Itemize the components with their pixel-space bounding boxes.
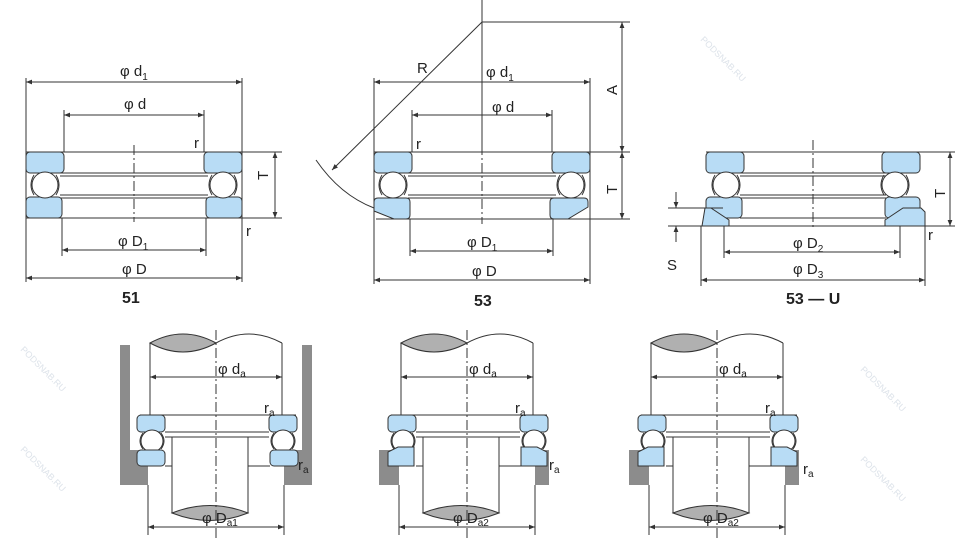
shaft-washer-right <box>203 151 243 174</box>
shaft-break-line <box>716 333 784 344</box>
shaft-break-line <box>215 333 283 344</box>
shaft-break <box>170 505 250 521</box>
watermark-text: PODSNAB.RU <box>19 344 68 393</box>
cage <box>378 174 408 196</box>
ball <box>557 171 585 199</box>
shaft-lower <box>422 436 500 514</box>
label-da: φ da <box>218 361 246 380</box>
watermark-text: PODSNAB.RU <box>859 454 908 503</box>
label-Da: φ Da2 <box>453 510 489 529</box>
caption-53: 53 <box>474 293 492 310</box>
shaft-washer-left <box>25 151 65 174</box>
drawing-layer <box>25 0 955 540</box>
label-ra-bottom: ra <box>549 457 560 476</box>
shaft-lower <box>171 436 249 514</box>
housing-washer-right <box>205 196 243 219</box>
label-T-51: T <box>255 171 272 180</box>
housing-washer-left <box>136 449 166 467</box>
caption-51: 51 <box>122 290 140 307</box>
housing-washer-right <box>770 446 798 467</box>
watermark-text: PODSNAB.RU <box>19 444 68 493</box>
label-ra-top: ra <box>264 400 275 419</box>
shaft-washer-left <box>637 414 667 433</box>
cage <box>270 432 296 450</box>
label-ra-bottom: ra <box>803 461 814 480</box>
housing-washer-left <box>637 446 665 467</box>
shaft-washer-left <box>136 414 166 433</box>
radius-line <box>331 21 483 171</box>
shaft-break-line <box>466 333 534 344</box>
label-r-53: r <box>416 136 421 153</box>
label-r-51-bottom: r <box>246 223 251 240</box>
cage <box>208 174 238 196</box>
mounting-labels-3: φ da ra ra φ Da2 <box>703 361 814 529</box>
cage <box>139 432 165 450</box>
seat-washer-right <box>884 207 926 227</box>
housing-washer-right <box>520 446 548 467</box>
shaft-washer-left <box>705 151 745 174</box>
label-ra-top: ra <box>765 400 776 419</box>
spherical-housing-washer-right <box>549 197 589 220</box>
shaft-break <box>671 505 751 521</box>
label-D-51: φ D <box>122 261 147 278</box>
label-Da: φ Da2 <box>703 510 739 529</box>
label-D1-53: φ D1 <box>467 234 498 254</box>
label-d1-53: φ d1 <box>486 64 514 84</box>
shaft-washer-left <box>387 414 417 433</box>
mounting-labels-2: φ da ra ra φ Da2 <box>453 361 560 529</box>
ball <box>31 171 59 199</box>
cage <box>880 174 910 196</box>
shaft-washer-left <box>373 151 413 174</box>
label-ra-bottom: ra <box>298 457 309 476</box>
ball <box>712 171 740 199</box>
label-da: φ da <box>719 361 747 380</box>
housing-washer-left <box>25 196 63 219</box>
label-d1-51: φ d1 <box>120 63 148 83</box>
label-Da: φ Da1 <box>202 510 238 529</box>
shaft-break <box>148 333 218 353</box>
label-S-53u: S <box>667 257 677 274</box>
label-r-51-top: r <box>194 135 199 152</box>
ball <box>379 171 407 199</box>
label-d-53: φ d <box>492 99 514 116</box>
shaft-break <box>399 333 469 353</box>
label-ra-top: ra <box>515 400 526 419</box>
ball <box>881 171 909 199</box>
watermark-text: PODSNAB.RU <box>699 34 748 83</box>
shaft-washer-right <box>551 151 591 174</box>
housing-washer-right <box>269 449 299 467</box>
label-T-53u: T <box>932 189 949 198</box>
label-D3-53u: φ D3 <box>793 261 824 281</box>
cage <box>30 174 60 196</box>
cage <box>711 174 741 196</box>
caption-53u: 53 — U <box>786 291 840 308</box>
label-R-53: R <box>417 60 428 77</box>
housing-washer-left <box>387 446 415 467</box>
label-r-53u: r <box>928 227 933 244</box>
label-D1-51: φ D1 <box>118 233 149 253</box>
shaft-break <box>421 505 501 521</box>
cage <box>556 174 586 196</box>
label-A-53: A <box>604 85 621 95</box>
ball <box>271 429 295 453</box>
watermark-text: PODSNAB.RU <box>859 364 908 413</box>
label-T-53: T <box>604 185 621 194</box>
label-d-51: φ d <box>124 96 146 113</box>
ball <box>140 429 164 453</box>
ball <box>209 171 237 199</box>
spherical-housing-washer-left <box>373 197 411 220</box>
label-D-53: φ D <box>472 263 497 280</box>
seat-washer-left <box>701 207 730 227</box>
mounting-labels-1: φ da ra ra φ Da1 <box>202 361 309 529</box>
label-da: φ da <box>469 361 497 380</box>
shaft-lower <box>672 436 750 514</box>
shaft-washer-right <box>881 151 921 174</box>
label-D2-53u: φ D2 <box>793 235 824 255</box>
sphere-radius-arc <box>315 159 375 209</box>
shaft-break <box>649 333 719 353</box>
